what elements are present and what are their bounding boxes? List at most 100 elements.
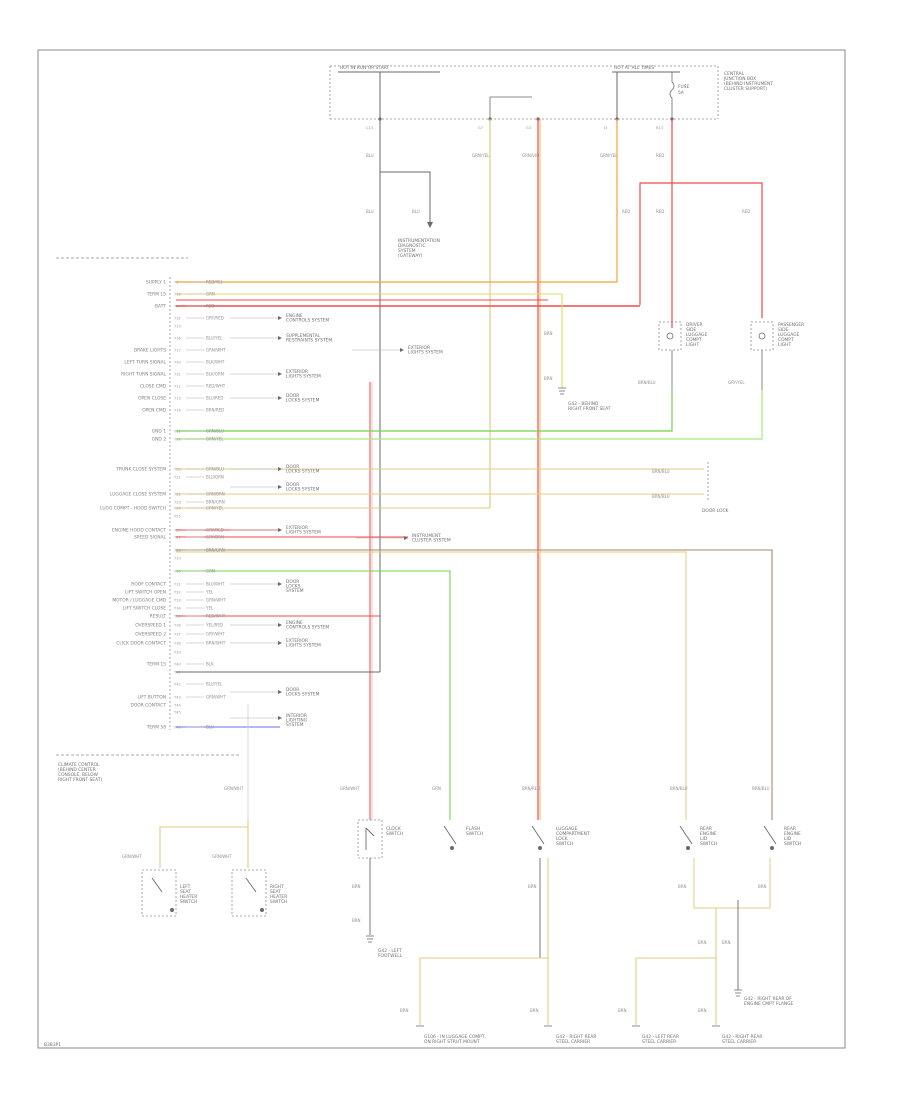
- module-row-wire: BLK/WHT: [206, 360, 225, 365]
- module-output-label: RESTRAINTS SYSTEM: [286, 338, 332, 344]
- module-output-arrow: [278, 485, 282, 489]
- climate-label-1: CLIMATE CONTROL: [58, 762, 100, 768]
- module-row-label: LIFT SWITCH OPEN: [125, 590, 166, 596]
- instr-label-2: DIAGNOSTIC: [398, 243, 426, 249]
- module-row-pin: T43: [173, 696, 181, 700]
- module-output-label: EXTERIOR: [408, 345, 430, 351]
- right-seat-switch-2: SEAT: [270, 889, 281, 895]
- brn-6: BRN: [698, 940, 707, 945]
- module-output-label: CONTROLS SYSTEM: [286, 625, 329, 631]
- module-row-pin: T26: [173, 529, 181, 533]
- left-seat-switch-2: SEAT: [180, 889, 191, 895]
- right-seat-switch-1: RIGHT: [270, 884, 284, 890]
- luggage-switch-3: LOCK: [556, 836, 568, 842]
- module-row-pin: T14: [173, 409, 181, 413]
- fuse-pin-1: C13: [366, 126, 373, 130]
- module-row-wire: BRN/RED: [206, 408, 224, 413]
- rear-lid-1-3: LID: [700, 836, 708, 842]
- module-output-arrow: [278, 623, 282, 627]
- module-row-wire: YEL: [205, 606, 214, 611]
- module-output-label: LOCKS SYSTEM: [286, 692, 320, 698]
- instr-wire-1: BLU: [366, 209, 374, 214]
- module-row-label: LEFT TURN SIGNAL: [124, 360, 166, 366]
- module-row-pin: T45: [173, 711, 181, 715]
- luggage-switch-4: SWITCH: [556, 841, 573, 847]
- driver-light-wire: BRN/BLU: [638, 380, 656, 385]
- brn-8: BRN: [400, 1008, 409, 1013]
- module-row-label: OVERSPEED 2: [135, 632, 166, 638]
- brn-9: BRN: [530, 1008, 539, 1013]
- g-bottom-1-2: ON RIGHT STRUT MOUNT: [424, 1039, 480, 1045]
- instrumentation-branch: BLU BLU INSTRUMENTATION DIAGNOSTIC SYSTE…: [366, 171, 440, 259]
- module-row-wire: GRN/WHT: [206, 348, 226, 353]
- g-bottom-2-1: G42 - RIGHT REAR: [556, 1034, 596, 1040]
- vertical-wires: DOOR LOCK BRN/BLU BRN/BLU: [176, 119, 773, 820]
- module-output-arrow: [404, 536, 408, 540]
- passenger-light-4: COMPT: [778, 337, 794, 343]
- passenger-light-3: LUGGAGE: [778, 332, 800, 338]
- fuse-pin-2: G7: [478, 126, 483, 130]
- module-output-label: LOCKS SYSTEM: [286, 398, 320, 404]
- module-row-wire: YEL: [205, 590, 214, 595]
- module-output-arrow: [278, 336, 282, 340]
- module-row-wire: BRN/GRN: [206, 500, 225, 505]
- module-row-pin: T37: [173, 633, 181, 637]
- module-row-label: SUPPLY 1: [146, 280, 166, 286]
- module-row-wire: GRN/BLU: [206, 467, 224, 472]
- module-row-wire: BRN/WHT: [206, 641, 226, 646]
- module-row-pin: T36: [173, 624, 181, 628]
- module-row-wire: BLK: [206, 662, 214, 667]
- module-row-wire: GRN/WHT: [206, 598, 226, 603]
- module-row-label: TRUNK CLOSE SYSTEM: [115, 467, 166, 473]
- rear-lid-2-2: ENGINE: [784, 831, 801, 837]
- hot-at-all-times-label: HOT AT ALL TIMES: [614, 65, 654, 71]
- fuse-wire-1: BLU: [366, 153, 374, 158]
- module-row-wire: BLU/RED: [206, 396, 223, 401]
- module-row-wire: RED: [206, 304, 214, 309]
- door-lock-wire-1: BRN/BLU: [652, 469, 670, 474]
- seat-ground-wire-1: BRN: [544, 331, 553, 336]
- clock-switch-2: SWITCH: [386, 831, 403, 837]
- module-output-arrow: [278, 716, 282, 720]
- left-seat-switch-1: LEFT: [180, 884, 191, 890]
- module-row-wire: GRN/WHT: [206, 695, 226, 700]
- module-row-pin: T33: [173, 599, 181, 603]
- luggage-lights: DRIVER SIDE LUGGAGE COMPT LIGHT PASSENGE…: [544, 209, 804, 412]
- driver-light-4: COMPT: [686, 337, 702, 343]
- climate-wire-right: GRN/WHT: [212, 854, 232, 859]
- fuse-wire-2: GRN/YEL: [472, 153, 490, 158]
- right-seat-switch-3: HEATER: [270, 894, 287, 900]
- module-row-label: TERM 15: [146, 292, 166, 298]
- module-row-wire: RED/WHT: [206, 614, 226, 619]
- module-row-label: TERM 58: [146, 725, 166, 731]
- module-row-label: LUGGAGE CLOSE SYSTEM: [110, 492, 166, 498]
- rear-lid-1-2: ENGINE: [700, 831, 717, 837]
- rear-lid-1-1: REAR: [700, 826, 712, 832]
- module-row-pin: T31: [173, 583, 181, 587]
- fuse-wire-4: GRN/YEL: [600, 153, 618, 158]
- module-row-label: ENGINE HOOD CONTACT: [112, 528, 166, 534]
- module-row-pin: T21: [173, 476, 181, 480]
- bottom-wire-3: BRN/RED: [522, 786, 540, 791]
- module-output-label: SYSTEM: [286, 722, 304, 728]
- module-row-pin: T34: [173, 607, 181, 611]
- driver-light-2: SIDE: [686, 327, 696, 333]
- module-row-wire: GRY/WHT: [206, 632, 225, 637]
- hot-in-run-label: HOT IN RUN OR START: [340, 65, 390, 71]
- fuse-pin-3: G3: [526, 126, 531, 130]
- module-output-label: LIGHTS SYSTEM: [408, 350, 443, 356]
- bottom-wire-4: BRN/BLU: [670, 786, 688, 791]
- module-output-label: CLUSTER SYSTEM: [412, 538, 451, 544]
- module-output-label: LIGHTS SYSTEM: [286, 530, 321, 536]
- module-row-pin: T25: [173, 515, 181, 519]
- flash-switch-1: FLASH: [466, 826, 480, 832]
- module-row-wire: GRY/RED: [206, 528, 224, 533]
- brn-5: BRN: [758, 884, 767, 889]
- module-output-label: LOCKS SYSTEM: [286, 469, 320, 475]
- module-output-label: CONTROLS SYSTEM: [286, 318, 329, 324]
- module-row-wire: BLU/GRN: [206, 475, 224, 480]
- fuse-box-label-4: CLUSTER SUPPORT): [724, 86, 767, 92]
- passenger-light-wire: GRY/YEL: [728, 380, 745, 385]
- module-output-label: DOOR: [286, 464, 299, 470]
- module-row-label: CLOSE CMD: [140, 384, 167, 390]
